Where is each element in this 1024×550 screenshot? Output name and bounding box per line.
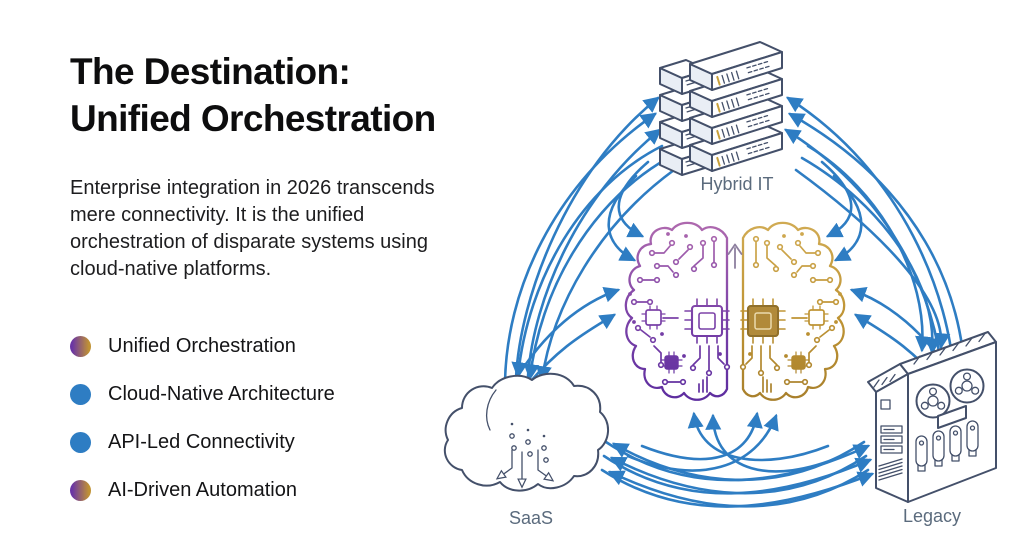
- intro-paragraph: Enterprise integration in 2026 transcend…: [70, 176, 435, 281]
- feature-list: Unified Orchestration Cloud-Native Archi…: [70, 335, 480, 501]
- feature-label: AI-Driven Automation: [108, 478, 297, 501]
- node-label-legacy: Legacy: [902, 506, 962, 526]
- list-item: Cloud-Native Architecture: [70, 383, 480, 405]
- page-title: The Destination: Unified Orchestration: [70, 48, 480, 143]
- server-stack-icon: [659, 41, 783, 176]
- bullet-dot: [70, 335, 91, 357]
- flow-arrows: [503, 96, 967, 508]
- title-line-1: The Destination:: [70, 51, 351, 92]
- feature-label: API-Led Connectivity: [108, 430, 295, 453]
- mainframe-icon: [867, 331, 997, 503]
- bullet-dot: [70, 383, 91, 405]
- bullet-dot: [70, 479, 91, 501]
- list-item: AI-Driven Automation: [70, 479, 480, 501]
- feature-label: Unified Orchestration: [108, 334, 296, 357]
- circuit-brain-icon: [624, 221, 846, 401]
- list-item: API-Led Connectivity: [70, 431, 480, 453]
- brain-left-hemisphere: [624, 221, 731, 401]
- cloud-icon: [443, 372, 609, 492]
- node-label-hybrid-it: Hybrid IT: [700, 174, 774, 194]
- merge-arrow-icon: [727, 243, 743, 269]
- cpu-chip: [747, 305, 779, 337]
- title-line-2: Unified Orchestration: [70, 98, 436, 140]
- node-label-saas: SaaS: [508, 508, 554, 528]
- bullet-dot: [70, 431, 91, 453]
- feature-label: Cloud-Native Architecture: [108, 382, 335, 405]
- text-column: The Destination: Unified Orchestration E…: [70, 48, 480, 527]
- list-item: Unified Orchestration: [70, 335, 480, 357]
